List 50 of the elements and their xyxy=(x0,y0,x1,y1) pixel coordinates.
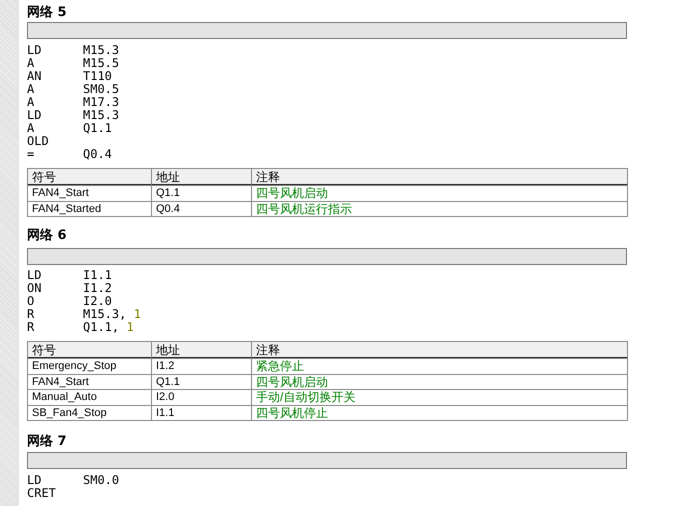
operand-text: I2.0 xyxy=(83,295,112,308)
operand-text: M15.3 xyxy=(83,44,120,57)
table-cell: 四号风机运行指示 xyxy=(251,200,628,217)
instruction-text: = xyxy=(27,148,34,161)
instruction-text: OLD xyxy=(27,135,49,148)
header-cell: 符号 xyxy=(27,341,152,359)
network-heading: 网络 6 xyxy=(27,228,67,243)
instruction-text: LD xyxy=(27,44,42,57)
operand-text: Q1.1, xyxy=(83,321,120,334)
header-cell: 符号 xyxy=(27,168,152,186)
header-cell: 注释 xyxy=(251,168,628,186)
instruction-text: A xyxy=(27,57,34,70)
parameter-value: 1 xyxy=(126,321,134,334)
instruction-text: A xyxy=(27,96,34,109)
operand-text: M15.3 xyxy=(83,109,120,122)
operand-text: M17.3 xyxy=(83,96,120,109)
operand-text: M15.3, xyxy=(83,308,126,321)
operand-text: SM0.5 xyxy=(83,83,120,96)
operand-text: SM0.0 xyxy=(83,474,120,487)
network-heading: 网络 7 xyxy=(27,434,67,449)
operand-text: M15.5 xyxy=(83,57,120,70)
operand-text: Q0.4 xyxy=(83,148,112,161)
instruction-text: R xyxy=(27,321,34,334)
instruction-text: R xyxy=(27,308,34,321)
instruction-text: AN xyxy=(27,70,42,83)
operand-text: I1.1 xyxy=(83,269,112,282)
header-cell: 地址 xyxy=(151,168,252,186)
parameter-value: 1 xyxy=(134,308,142,321)
operand-text: Q1.1 xyxy=(83,122,112,135)
table-cell: 紧急停止 xyxy=(251,358,628,374)
operand-text: I1.2 xyxy=(83,282,112,295)
instruction-text: CRET xyxy=(27,487,56,500)
instruction-text: LD xyxy=(27,269,42,282)
instruction-text: A xyxy=(27,122,34,135)
instruction-text: O xyxy=(27,295,34,308)
instruction-text: LD xyxy=(27,474,42,487)
operand-text: T110 xyxy=(83,70,112,83)
instruction-text: LD xyxy=(27,109,42,122)
table-cell: SB_Fan4_Stop xyxy=(27,404,152,421)
table-cell: FAN4_Start xyxy=(27,185,152,202)
header-cell: 地址 xyxy=(151,341,252,359)
table-cell: Emergency_Stop xyxy=(27,358,152,374)
header-cell: 注释 xyxy=(251,341,628,359)
table-cell: FAN4_Started xyxy=(27,200,152,217)
table-cell: 四号风机停止 xyxy=(251,404,628,421)
instruction-text: A xyxy=(27,83,34,96)
table-cell: Q1.1 xyxy=(151,185,252,202)
network-heading: 网络 5 xyxy=(27,5,67,20)
instruction-text: ON xyxy=(27,282,42,295)
table-cell: 四号风机启动 xyxy=(251,185,628,202)
